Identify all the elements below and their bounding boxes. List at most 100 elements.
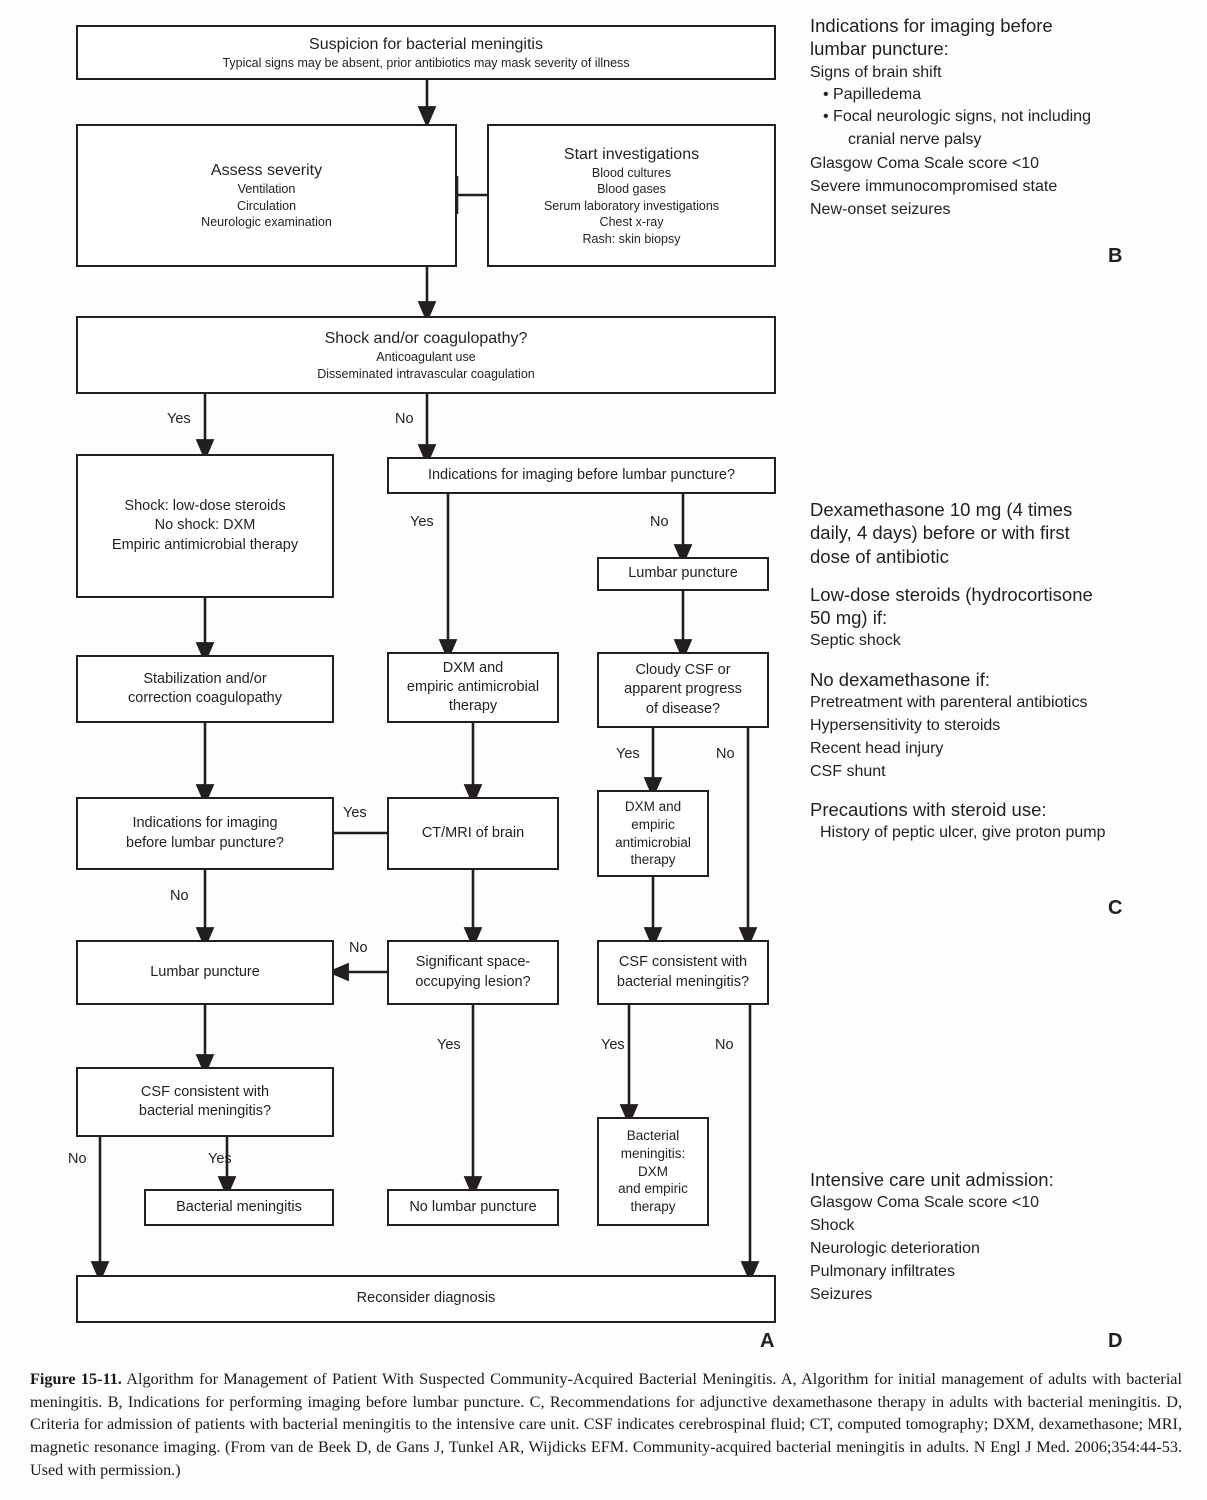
panel-c-heading-line: Dexamethasone 10 mg (4 times [810, 499, 1073, 520]
node-line: therapy [630, 1199, 676, 1215]
node-line: Lumbar puncture [628, 565, 738, 582]
flowchart-connectors [90, 80, 760, 1283]
node-csf-consistent-right: CSF consistent with bacterial meningitis… [597, 940, 769, 1005]
node-line: DXM and [442, 659, 504, 676]
node-line: bacterial meningitis? [138, 1103, 272, 1119]
node-reconsider-diagnosis: Reconsider diagnosis [76, 1275, 776, 1323]
spacer [810, 653, 1180, 668]
node-title: Start investigations [563, 145, 700, 163]
edge-label-ind-top-yes: Yes [410, 514, 434, 530]
panel-c: Dexamethasone 10 mg (4 times daily, 4 da… [810, 498, 1180, 844]
figure-caption: Figure 15-11. Algorithm for Management o… [30, 1368, 1182, 1481]
panel-c-item: Pretreatment with parenteral antibiotics [810, 693, 1088, 711]
node-space-occupying-lesion: Significant space- occupying lesion? [387, 940, 559, 1005]
node-line: Indications for imaging [132, 815, 278, 832]
node-subline: Blood gases [597, 182, 666, 197]
panel-c-item: Hypersensitivity to steroids [810, 716, 1001, 734]
node-line: apparent progress [624, 681, 742, 698]
panel-c-heading-line: Precautions with steroid use: [810, 798, 1047, 820]
node-shock-coagulopathy: Shock and/or coagulopathy? Anticoagulant… [76, 316, 776, 394]
panel-d-item: Seizures [810, 1286, 873, 1304]
node-line: empiric antimicrobial [406, 678, 540, 695]
panel-b-bullet: Focal neurologic signs, not including [810, 106, 1170, 129]
node-line: Lumbar puncture [150, 963, 260, 980]
panel-c-heading-line: daily, 4 days) before or with first [810, 522, 1070, 544]
node-line: therapy [448, 698, 498, 715]
panel-b-item: New-onset seizures [810, 200, 951, 218]
edge-label-csf-right-no: No [715, 1037, 734, 1053]
panel-c-heading-line: Low-dose steroids (hydrocortisone [810, 583, 1093, 605]
node-cloudy-csf: Cloudy CSF or apparent progress of disea… [597, 652, 769, 728]
node-subline: Serum laboratory investigations [543, 198, 720, 213]
node-line: Reconsider diagnosis [356, 1290, 496, 1307]
node-dxm-empiric-middle: DXM and empiric antimicrobial therapy [387, 652, 559, 723]
panel-b-heading-line: Indications for imaging before [810, 15, 1053, 36]
node-indications-imaging-top: Indications for imaging before lumbar pu… [387, 457, 776, 494]
node-subline: Chest x-ray [599, 215, 664, 230]
node-line: therapy [630, 852, 676, 868]
node-line: meningitis: [620, 1145, 686, 1161]
node-title: Shock and/or coagulopathy? [324, 329, 528, 347]
node-csf-consistent-left: CSF consistent with bacterial meningitis… [76, 1067, 334, 1137]
panel-c-heading-line: dose of antibiotic [810, 545, 949, 567]
node-dxm-empiric-right: DXM and empiric antimicrobial therapy [597, 790, 709, 877]
panel-letter-b: B [1108, 245, 1123, 267]
node-title: Assess severity [210, 162, 323, 180]
panel-b-bullet: Papilledema [810, 84, 1170, 107]
node-bacterial-meningitis-dxm: Bacterial meningitis: DXM and empiric th… [597, 1117, 709, 1226]
node-indications-imaging-left: Indications for imaging before lumbar pu… [76, 797, 334, 870]
panel-d-item: Shock [810, 1217, 855, 1235]
node-line: antimicrobial [615, 834, 691, 850]
panel-c-item: History of peptic ulcer, give proton pum… [820, 824, 1106, 842]
node-subline: Anticoagulant use [376, 350, 476, 365]
node-line: CT/MRI of brain [421, 824, 525, 841]
node-line: bacterial meningitis? [616, 973, 750, 990]
panel-letter-a: A [760, 1330, 775, 1352]
panel-d-item: Pulmonary infiltrates [810, 1263, 955, 1281]
edge-label-csf-left-no: No [68, 1151, 87, 1167]
panel-b-item: Glasgow Coma Scale score <10 [810, 154, 1039, 172]
node-line: occupying lesion? [415, 973, 531, 990]
node-steroids: Shock: low-dose steroids No shock: DXM E… [76, 454, 334, 598]
edge-label-shock-yes: Yes [167, 411, 191, 427]
node-line: Shock: low-dose steroids [124, 498, 286, 515]
node-subline: Ventilation [237, 182, 296, 197]
panel-d-heading: Intensive care unit admission: [810, 1169, 1054, 1190]
node-line: DXM and [624, 798, 682, 814]
panel-b-bullet-continuation: cranial nerve palsy [848, 131, 982, 149]
figure-caption-label: Figure 15-11. [30, 1370, 122, 1388]
panel-c-item: Recent head injury [810, 739, 944, 757]
spacer [810, 568, 1180, 583]
node-line: Bacterial [626, 1127, 680, 1143]
panel-d-item: Glasgow Coma Scale score <10 [810, 1194, 1039, 1212]
node-line: No shock: DXM [154, 517, 256, 534]
node-subline: Neurologic examination [201, 215, 332, 230]
panel-letter-c: C [1108, 897, 1123, 919]
edge-label-ind-top-no: No [650, 514, 669, 530]
node-subline: Blood cultures [591, 165, 672, 180]
edge-label-shock-no: No [395, 411, 414, 427]
node-line: CSF consistent with [618, 954, 748, 971]
node-title: Suspicion for bacterial meningitis [309, 35, 543, 53]
node-line: DXM [638, 1163, 668, 1179]
node-assess-severity: Assess severity Ventilation Circulation … [76, 124, 457, 267]
edge-label-csf-left-yes: Yes [208, 1151, 232, 1167]
node-line: Cloudy CSF or [635, 662, 731, 679]
node-stabilization: Stabilization and/or correction coagulop… [76, 655, 334, 723]
node-line: Indications for imaging before lumbar pu… [427, 466, 736, 483]
node-lumbar-puncture-left: Lumbar puncture [76, 940, 334, 1005]
node-line: correction coagulopathy [128, 690, 282, 706]
edge-label-ind-left-no: No [170, 888, 189, 904]
panel-b-item: Severe immunocompromised state [810, 177, 1058, 195]
panel-c-heading-line: 50 mg) if: [810, 607, 888, 629]
panel-b: Indications for imaging before lumbar pu… [810, 14, 1170, 221]
edge-label-cloudy-yes: Yes [616, 746, 640, 762]
node-line: Stabilization and/or [143, 670, 267, 687]
node-subline: Typical signs may be absent, prior antib… [222, 55, 630, 70]
panel-letter-d: D [1108, 1330, 1123, 1352]
node-start-investigations: Start investigations Blood cultures Bloo… [487, 124, 776, 267]
node-line: CSF consistent with [140, 1083, 270, 1100]
node-suspicion: Suspicion for bacterial meningitis Typic… [76, 25, 776, 80]
node-line: Empiric antimicrobial therapy [111, 536, 299, 553]
panel-c-heading-line: No dexamethasone if: [810, 668, 990, 690]
